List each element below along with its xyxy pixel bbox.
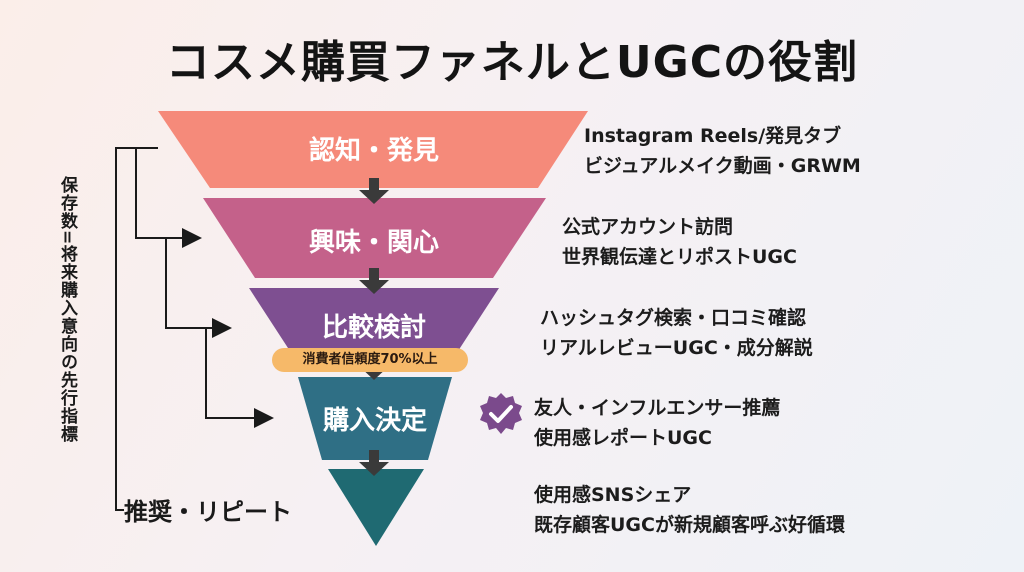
trust-badge: 消費者信頼度70%以上 bbox=[272, 348, 468, 372]
funnel-stage-2 bbox=[203, 198, 546, 278]
check-badge-icon bbox=[480, 393, 522, 434]
stage-desc-2: 公式アカウント訪問 世界観伝達とリポストUGC bbox=[562, 212, 797, 272]
desc-line: リアルレビューUGC・成分解説 bbox=[540, 337, 813, 359]
connector-line bbox=[165, 238, 232, 338]
desc-line: 世界観伝達とリポストUGC bbox=[562, 246, 797, 268]
stage-label-purchase: 購入決定 bbox=[322, 406, 427, 436]
stage-desc-5: 使用感SNSシェア 既存顧客UGCが新規顧客呼ぶ好循環 bbox=[534, 480, 845, 540]
down-arrow-icon bbox=[359, 450, 389, 476]
stage-label-comparison: 比較検討 bbox=[321, 313, 426, 343]
stage-label-awareness: 認知・発見 bbox=[308, 136, 439, 166]
desc-line: 公式アカウント訪問 bbox=[562, 216, 734, 238]
stage-label-interest: 興味・関心 bbox=[308, 228, 439, 258]
desc-line: 使用感レポートUGC bbox=[534, 427, 712, 449]
stage-desc-3: ハッシュタグ検索・口コミ確認 リアルレビューUGC・成分解説 bbox=[540, 303, 813, 363]
stage-desc-1: Instagram Reels/発見タブ ビジュアルメイク動画・GRWM bbox=[584, 121, 861, 181]
connector-line bbox=[205, 328, 274, 428]
side-label: 保存数=将来購入意向の先行指標 bbox=[57, 176, 77, 444]
funnel-stage-5 bbox=[328, 469, 424, 546]
funnel-stage-4 bbox=[298, 377, 452, 460]
page-title: コスメ購買ファネルとUGCの役割 bbox=[165, 37, 859, 88]
desc-line: ビジュアルメイク動画・GRWM bbox=[584, 155, 861, 177]
funnel-stage-1 bbox=[158, 111, 588, 188]
desc-line: ハッシュタグ検索・口コミ確認 bbox=[540, 307, 807, 329]
desc-line: Instagram Reels/発見タブ bbox=[584, 125, 842, 147]
stage-label-repeat: 推奨・リピート bbox=[124, 498, 292, 526]
desc-line: 友人・インフルエンサー推薦 bbox=[534, 397, 781, 419]
down-arrow-icon bbox=[359, 178, 389, 204]
stage-desc-4: 友人・インフルエンサー推薦 使用感レポートUGC bbox=[534, 393, 780, 453]
down-arrow-icon bbox=[359, 268, 389, 294]
desc-line: 既存顧客UGCが新規顧客呼ぶ好循環 bbox=[534, 514, 845, 536]
desc-line: 使用感SNSシェア bbox=[534, 484, 692, 506]
connector-line bbox=[135, 148, 202, 248]
